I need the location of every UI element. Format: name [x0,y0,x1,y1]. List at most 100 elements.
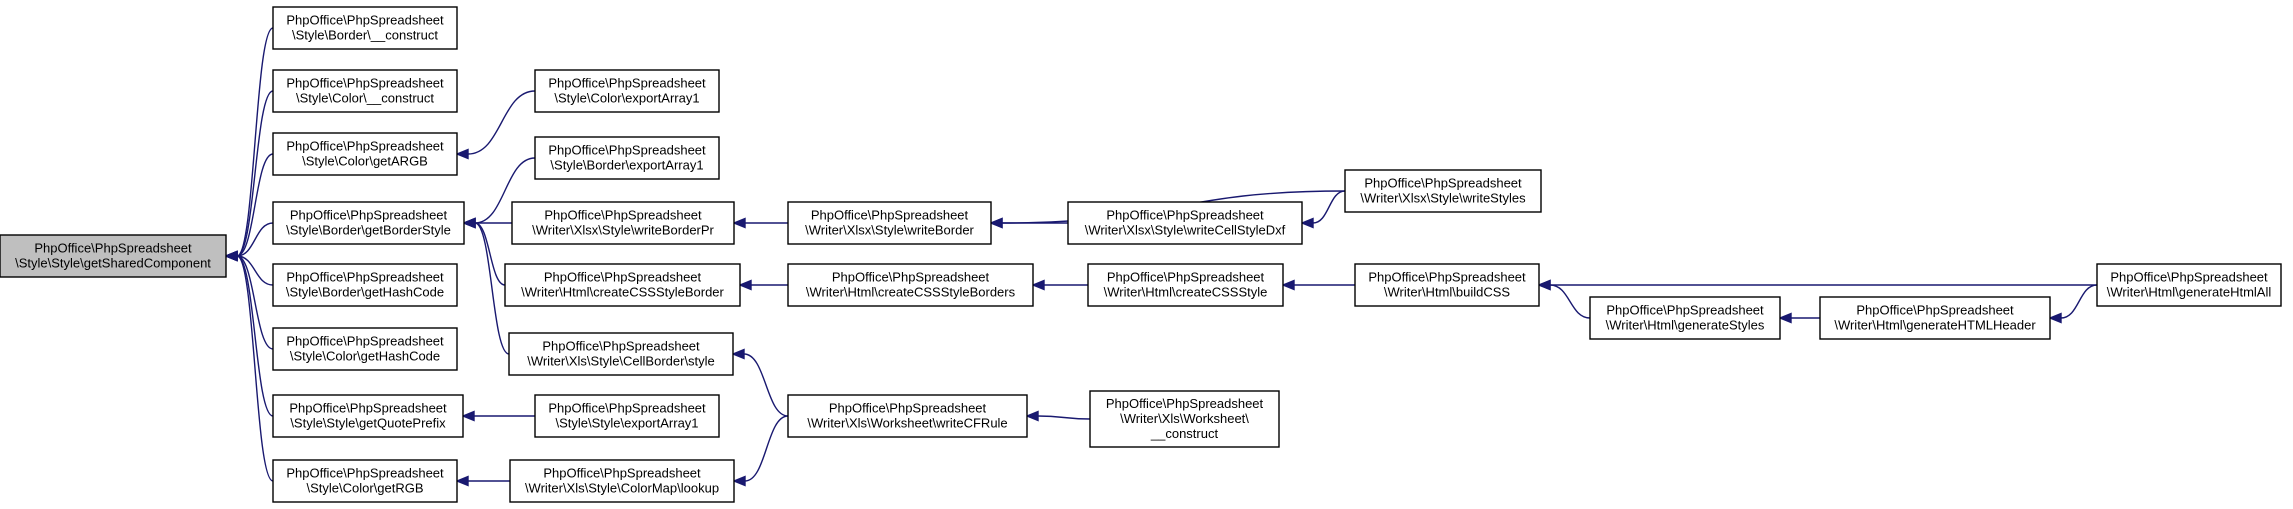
node-label-line: PhpOffice\PhpSpreadsheet [1106,208,1264,223]
node-label-line: \Style\Color\exportArray1 [554,91,699,106]
edge-html_generatehtmlall-to-html_generatehtmlheader [2048,284,2098,324]
node-border-getborderstyle[interactable]: PhpOffice\PhpSpreadsheet\Style\Border\ge… [272,201,465,245]
node-label-line: \Style\Color\getARGB [302,154,428,169]
node-label-line: PhpOffice\PhpSpreadsheet [286,270,444,285]
node-label-line: \Writer\Xlsx\Style\writeCellStyleDxf [1085,223,1286,238]
node-label-line: PhpOffice\PhpSpreadsheet [286,139,444,154]
node-label-line: PhpOffice\PhpSpreadsheet [544,208,702,223]
node-label-line: PhpOffice\PhpSpreadsheet [290,208,448,223]
node-label-line: \Writer\Html\generateHtmlAll [2107,285,2272,300]
node-label-line: PhpOffice\PhpSpreadsheet [286,76,444,91]
node-label-line: \Writer\Html\createCSSStyleBorders [806,285,1016,300]
edge-xls_colormap_lookup-to-color_getrgb [455,475,510,487]
edge-xls_worksheet_writecfrule-to-xls_colormap_lookup [732,415,789,487]
node-label-line: \Writer\Xls\Style\ColorMap\lookup [525,481,719,496]
node-label-line: \Style\Border\getHashCode [286,285,444,300]
edge-html_createcssstyle-to-html_createcssstyleborders [1031,279,1088,291]
node-html-generatestyles[interactable]: PhpOffice\PhpSpreadsheet\Writer\Html\gen… [1589,296,1781,340]
node-label-line: PhpOffice\PhpSpreadsheet [286,334,444,349]
graph-nodes: PhpOffice\PhpSpreadsheet\Style\Style\get… [0,6,2282,503]
node-color-getrgb[interactable]: PhpOffice\PhpSpreadsheet\Style\Color\get… [272,459,458,503]
node-html-generatehtmlall[interactable]: PhpOffice\PhpSpreadsheet\Writer\Html\gen… [2096,263,2282,307]
node-label-line: PhpOffice\PhpSpreadsheet [543,466,701,481]
node-label-line: \Writer\Html\generateStyles [1606,318,1765,333]
edge-html_createcssstyleborder-to-border_getborderstyle [462,217,506,286]
node-xlsx-writestyles[interactable]: PhpOffice\PhpSpreadsheet\Writer\Xlsx\Sty… [1344,169,1542,213]
node-xlsx-writecellstyledxf[interactable]: PhpOffice\PhpSpreadsheet\Writer\Xlsx\Sty… [1067,201,1303,245]
node-html-createcssstyle[interactable]: PhpOffice\PhpSpreadsheet\Writer\Html\cre… [1087,263,1284,307]
node-label-line: \Style\Border\getBorderStyle [286,223,451,238]
edge-style_exportarray1-to-style_getquoteprefix [461,410,536,422]
node-label-line: PhpOffice\PhpSpreadsheet [1606,303,1764,318]
node-html-createcssstyleborders[interactable]: PhpOffice\PhpSpreadsheet\Writer\Html\cre… [787,263,1034,307]
node-label-line: \Style\Border\exportArray1 [550,158,703,173]
node-label-line: \Style\Color\getRGB [306,481,423,496]
node-label-line: PhpOffice\PhpSpreadsheet [1856,303,2014,318]
node-xlsx-writeborderpr[interactable]: PhpOffice\PhpSpreadsheet\Writer\Xlsx\Sty… [511,201,735,245]
node-label-line: PhpOffice\PhpSpreadsheet [832,270,990,285]
node-label-line: \Writer\Xlsx\Style\writeStyles [1360,191,1526,206]
node-label-line: PhpOffice\PhpSpreadsheet [286,466,444,481]
edge-color_getrgb-to-root [224,250,274,482]
node-label-line: PhpOffice\PhpSpreadsheet [34,241,192,256]
node-style-getquoteprefix[interactable]: PhpOffice\PhpSpreadsheet\Style\Style\get… [272,394,464,438]
edge-xls_worksheet_writecfrule-to-xls_cellborder_style [731,348,789,417]
edge-color_exportarray1-to-color_getargb [455,90,536,160]
node-label-line: \Style\Border\__construct [292,28,438,43]
edge-html_generatehtmlheader-to-html_generatestyles [1778,312,1820,324]
node-label-line: \Style\Color\__construct [296,91,434,106]
node-color-getargb[interactable]: PhpOffice\PhpSpreadsheet\Style\Color\get… [272,132,458,176]
node-html-generatehtmlheader[interactable]: PhpOffice\PhpSpreadsheet\Writer\Html\gen… [1819,296,2051,340]
node-label-line: \Style\Color\getHashCode [290,349,440,364]
node-label-line: PhpOffice\PhpSpreadsheet [811,208,969,223]
node-label-line: \Writer\Html\createCSSStyle [1104,285,1268,300]
node-label-line: \Style\Style\getQuotePrefix [290,416,446,431]
node-label-line: \Writer\Xlsx\Style\writeBorderPr [532,223,714,238]
node-label-line: PhpOffice\PhpSpreadsheet [548,76,706,91]
node-border-gethashcode[interactable]: PhpOffice\PhpSpreadsheet\Style\Border\ge… [272,263,458,307]
node-root[interactable]: PhpOffice\PhpSpreadsheet\Style\Style\get… [0,234,227,278]
edge-xls_worksheet_construct-to-xls_worksheet_writecfrule [1025,410,1091,422]
node-label-line: PhpOffice\PhpSpreadsheet [2110,270,2268,285]
node-label-line: PhpOffice\PhpSpreadsheet [542,339,700,354]
node-label-line: \Style\Style\exportArray1 [555,416,698,431]
node-xlsx-writeborder[interactable]: PhpOffice\PhpSpreadsheet\Writer\Xlsx\Sty… [787,201,992,245]
node-label-line: \Writer\Html\createCSSStyleBorder [521,285,724,300]
node-label-line: \Writer\Xls\Worksheet\ [1120,411,1249,426]
node-label-line: \Writer\Html\generateHTMLHeader [1834,318,2036,333]
edge-html_buildcss-to-html_createcssstyle [1281,279,1355,291]
node-label-line: PhpOffice\PhpSpreadsheet [1106,396,1264,411]
edge-html_generatehtmlall-to-html_buildcss [1537,279,2097,291]
node-border-construct[interactable]: PhpOffice\PhpSpreadsheet\Style\Border\__… [272,6,458,50]
node-label-line: __construct [1150,426,1219,441]
node-html-createcssstyleborder[interactable]: PhpOffice\PhpSpreadsheet\Writer\Html\cre… [504,263,741,307]
edge-xlsx_writestyles-to-xlsx_writecellstyledxf [1300,190,1346,229]
node-xls-colormap-lookup[interactable]: PhpOffice\PhpSpreadsheet\Writer\Xls\Styl… [509,459,735,503]
node-border-exportarray1[interactable]: PhpOffice\PhpSpreadsheet\Style\Border\ex… [534,136,720,180]
node-color-gethashcode[interactable]: PhpOffice\PhpSpreadsheet\Style\Color\get… [272,327,458,371]
node-label-line: PhpOffice\PhpSpreadsheet [1107,270,1265,285]
edge-xlsx_writeborder-to-xlsx_writeborderpr [732,217,789,229]
node-label-line: PhpOffice\PhpSpreadsheet [289,401,447,416]
node-label-line: PhpOffice\PhpSpreadsheet [544,270,702,285]
node-label-line: PhpOffice\PhpSpreadsheet [548,143,706,158]
node-label-line: \Writer\Xls\Worksheet\writeCFRule [807,416,1007,431]
edge-html_generatestyles-to-html_buildcss [1537,279,1591,319]
node-html-buildcss[interactable]: PhpOffice\PhpSpreadsheet\Writer\Html\bui… [1354,263,1540,307]
node-color-exportarray1[interactable]: PhpOffice\PhpSpreadsheet\Style\Color\exp… [534,69,720,113]
edge-xlsx_writecellstyledxf-to-xlsx_writeborder [989,217,1069,229]
node-color-construct[interactable]: PhpOffice\PhpSpreadsheet\Style\Color\__c… [272,69,458,113]
node-label-line: PhpOffice\PhpSpreadsheet [1368,270,1526,285]
node-label-line: \Writer\Html\buildCSS [1384,285,1511,300]
node-xls-cellborder-style[interactable]: PhpOffice\PhpSpreadsheet\Writer\Xls\Styl… [508,332,734,376]
node-xls-worksheet-construct[interactable]: PhpOffice\PhpSpreadsheet\Writer\Xls\Work… [1089,390,1280,448]
node-label-line: \Style\Style\getSharedComponent [15,256,211,271]
node-style-exportarray1[interactable]: PhpOffice\PhpSpreadsheet\Style\Style\exp… [534,394,720,438]
node-label-line: \Writer\Xls\Style\CellBorder\style [527,354,715,369]
edge-xls_cellborder_style-to-border_getborderstyle [462,217,510,355]
node-label-line: PhpOffice\PhpSpreadsheet [548,401,706,416]
graph-edges [224,27,2098,487]
node-xls-worksheet-writecfrule[interactable]: PhpOffice\PhpSpreadsheet\Writer\Xls\Work… [787,394,1028,438]
node-label-line: PhpOffice\PhpSpreadsheet [829,401,987,416]
